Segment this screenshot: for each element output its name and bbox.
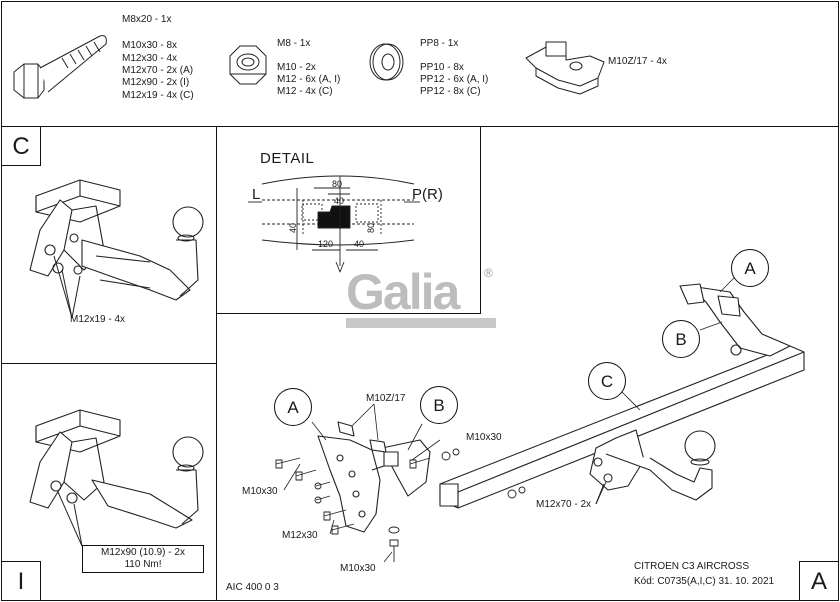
- galia-logo: Galia ®: [346, 264, 493, 320]
- galia-logo-shape: [346, 318, 496, 328]
- i-torque-text: 110 Nm!: [124, 559, 162, 570]
- c-bolts-callout: M12x19 - 4x: [70, 314, 126, 325]
- washer-label-4: PP12 - 8x (C): [420, 86, 481, 97]
- nut-label-1: M8 - 1x: [277, 38, 311, 49]
- main-m10-right-callout: M10x30: [466, 432, 502, 443]
- i-bolts-callout: M12x90 (10.9) - 2x 110 Nm!: [82, 545, 204, 573]
- detail-dim-40-bottom: 40: [354, 239, 365, 249]
- i-bolts-text: M12x90 (10.9) - 2x: [101, 547, 185, 558]
- galia-logo-text: Galia: [346, 264, 460, 320]
- crossbar-drawing: [439, 283, 805, 509]
- variant-a-label: A: [799, 561, 839, 601]
- bolt-label-6: M12x19 - 4x (C): [122, 90, 194, 101]
- hitch-c-drawing: [29, 179, 204, 301]
- bolt-label-5: M12x90 - 2x (I): [122, 77, 190, 88]
- hitch-i-drawing: [29, 409, 204, 529]
- washer-label-1: PP8 - 1x: [420, 38, 459, 49]
- footer-kod: Kód: C0735(A,I,C) 31. 10. 2021: [634, 576, 775, 587]
- bolt-label-1: M8x20 - 1x: [122, 14, 172, 25]
- detail-drawing: [248, 175, 420, 273]
- detail-dim-120: 120: [318, 239, 334, 249]
- detail-dim-80-right: 80: [366, 222, 377, 234]
- variant-i-label: I: [1, 561, 41, 601]
- detail-title: DETAIL: [260, 150, 315, 167]
- washer-label-3: PP12 - 6x (A, I): [420, 74, 489, 85]
- washer-label-2: PP10 - 8x: [420, 62, 464, 73]
- circle-c-bar: C: [588, 362, 626, 400]
- variant-c-label: C: [1, 126, 41, 166]
- footer-model: CITROEN C3 AIRCROSS: [634, 561, 750, 572]
- detail-panel: [216, 126, 481, 314]
- main-hitch-drawing: [589, 429, 716, 505]
- variant-i-panel: [1, 363, 217, 601]
- nut-label-3: M12 - 6x (A, I): [277, 74, 341, 85]
- detail-dim-40-left: 40: [288, 222, 299, 234]
- circle-b-left: B: [420, 386, 458, 424]
- detail-dim-40-top: 40: [334, 196, 345, 206]
- galia-logo-reg: ®: [484, 266, 493, 280]
- clip-label: M10Z/17 - 4x: [608, 56, 667, 67]
- circle-b-top: B: [662, 320, 700, 358]
- main-m12x70-callout: M12x70 - 2x: [536, 499, 592, 510]
- main-m10-bottom-callout: M10x30: [340, 563, 376, 574]
- bolt-icon: [13, 35, 107, 99]
- bolt-label-2: M10x30 - 8x: [122, 40, 178, 51]
- detail-left-label: L: [252, 186, 261, 203]
- main-m10-left-callout: M10x30: [242, 486, 278, 497]
- circle-a-top: A: [731, 249, 769, 287]
- main-clip-callout: M10Z/17: [366, 393, 406, 404]
- footer-code: AIC 400 0 3: [226, 582, 279, 593]
- loose-bolts-drawing: [275, 448, 526, 562]
- circle-a-left: A: [274, 388, 312, 426]
- detail-dim-80-top: 80: [332, 179, 343, 189]
- detail-right-label: P(R): [412, 186, 443, 203]
- left-bracket-drawing: [317, 421, 431, 533]
- washer-icon: [369, 43, 404, 81]
- bolt-label-4: M12x70 - 2x (A): [122, 65, 194, 76]
- clip-nut-icon: [525, 41, 605, 95]
- nut-label-4: M12 - 4x (C): [277, 86, 333, 97]
- nut-icon: [229, 45, 267, 85]
- bolt-label-3: M12x30 - 4x: [122, 53, 178, 64]
- main-m12x30-callout: M12x30: [282, 530, 318, 541]
- nut-label-2: M10 - 2x: [277, 62, 316, 73]
